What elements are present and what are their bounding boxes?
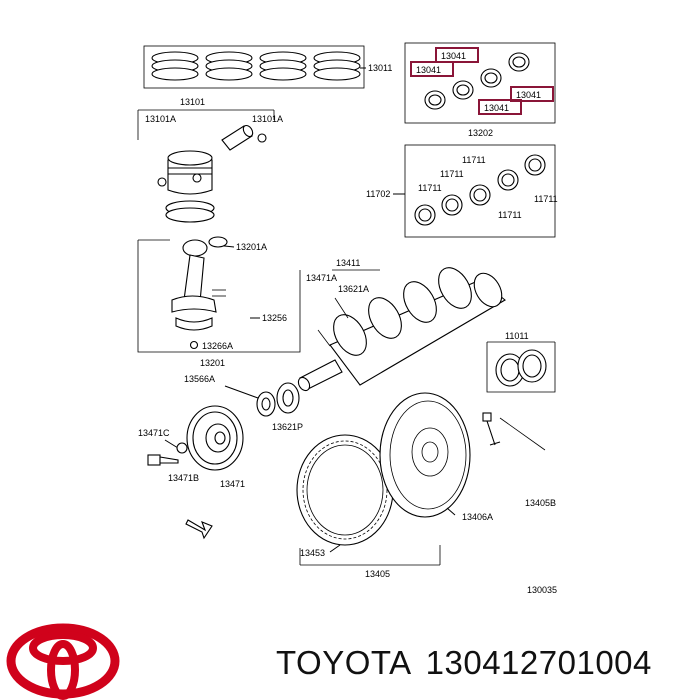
label-rod-bearing-2: 13041 xyxy=(416,65,441,75)
highlight-rod-bearing-4 xyxy=(478,99,522,115)
pulley-group: 13471C 13471B 13471 xyxy=(138,405,245,540)
label-pulley: 13471 xyxy=(220,479,245,489)
piston-rings-group: 13011 xyxy=(143,45,392,89)
front-arrow-icon xyxy=(185,519,213,540)
brand-name: TOYOTA xyxy=(276,644,412,681)
part-number: 130412701004 xyxy=(425,644,652,681)
crank-pulley xyxy=(186,405,244,471)
label-rod-bearing-4: 13041 xyxy=(484,103,509,113)
label-crank-gear: 13621A xyxy=(338,284,369,294)
label-flywheel-bolt: 13405B xyxy=(525,498,556,508)
label-conrod-bushing: 13201A xyxy=(236,242,267,252)
flywheel-bolt xyxy=(482,412,501,446)
piston-body xyxy=(167,150,213,195)
label-conrod-assy: 13201 xyxy=(200,358,225,368)
label-crank-key: 13471A xyxy=(306,273,337,283)
label-main-bearing-3: 11711 xyxy=(418,183,442,193)
sprocket-group: 13566A 13621P xyxy=(184,374,303,432)
main-bearing-group: 11711 11711 11711 11711 11711 11702 xyxy=(366,144,558,238)
highlight-rod-bearing-2 xyxy=(410,61,454,77)
label-pulley-bolt: 13471B xyxy=(168,473,199,483)
label-flywheel: 13406A xyxy=(462,512,493,522)
rod-bearing-group: 13041 13041 13041 13041 13202 xyxy=(404,42,556,138)
label-main-bearing-5: 11711 xyxy=(498,210,522,220)
highlight-rod-bearing-3 xyxy=(510,86,554,102)
footer-caption: TOYOTA 130412701004 xyxy=(276,644,666,682)
rings-frame xyxy=(143,45,365,89)
piston-ring-pair xyxy=(165,200,215,223)
toyota-logo-icon xyxy=(6,623,120,700)
label-flywheel-assy: 13405 xyxy=(365,569,390,579)
crankshaft-group: 13411 13471A 13621A xyxy=(297,258,506,392)
label-pin: 13101A xyxy=(252,114,283,124)
flywheel-group: 13406A 13405B 13405 xyxy=(299,392,556,579)
pulley-bolt xyxy=(147,454,179,466)
label-main-bearing-1: 11711 xyxy=(462,155,486,165)
label-rod-bearing-3: 13041 xyxy=(516,90,541,100)
label-main-bearing-4: 11711 xyxy=(534,194,558,204)
highlight-rod-bearing-1 xyxy=(435,47,479,63)
label-conrod-nut: 13266A xyxy=(202,341,233,351)
label-main-bearing-2: 11711 xyxy=(440,169,464,179)
label-piston-sub: 13101 xyxy=(180,97,205,107)
label-crankshaft: 13411 xyxy=(336,258,360,268)
label-piston: 13101A xyxy=(145,114,176,124)
label-conrod-bolt: 13256 xyxy=(262,313,287,323)
label-thrust-washers: 11011 xyxy=(505,331,529,341)
rod-bearing-frame xyxy=(404,42,556,124)
label-diagram-id: 130035 xyxy=(527,585,557,595)
label-ring-gear: 13453 xyxy=(300,548,325,558)
label-rod-bearing-1: 13041 xyxy=(441,51,466,61)
label-sprocket-spacer: 13566A xyxy=(184,374,215,384)
label-rings-set: 13011 xyxy=(368,63,392,73)
label-rod-bearing-set: 13202 xyxy=(468,128,493,138)
conrod-body xyxy=(171,236,228,331)
flywheel xyxy=(379,392,471,518)
label-main-bearing-set: 11702 xyxy=(366,189,390,199)
crankshaft-body xyxy=(297,267,506,392)
ring-gear xyxy=(296,434,394,546)
label-sprocket: 13621P xyxy=(272,422,303,432)
piston-group: 13101 13101A 13101A xyxy=(137,97,283,223)
label-pulley-key: 13471C xyxy=(138,428,170,438)
ring-gear-group: 13453 xyxy=(296,434,394,558)
conrod-group: 13201A 13256 13266A 13201 xyxy=(137,236,301,368)
main-bearing-frame xyxy=(404,144,556,238)
thrust-washer-group: 11011 xyxy=(486,331,556,393)
piston-pin xyxy=(221,124,254,151)
